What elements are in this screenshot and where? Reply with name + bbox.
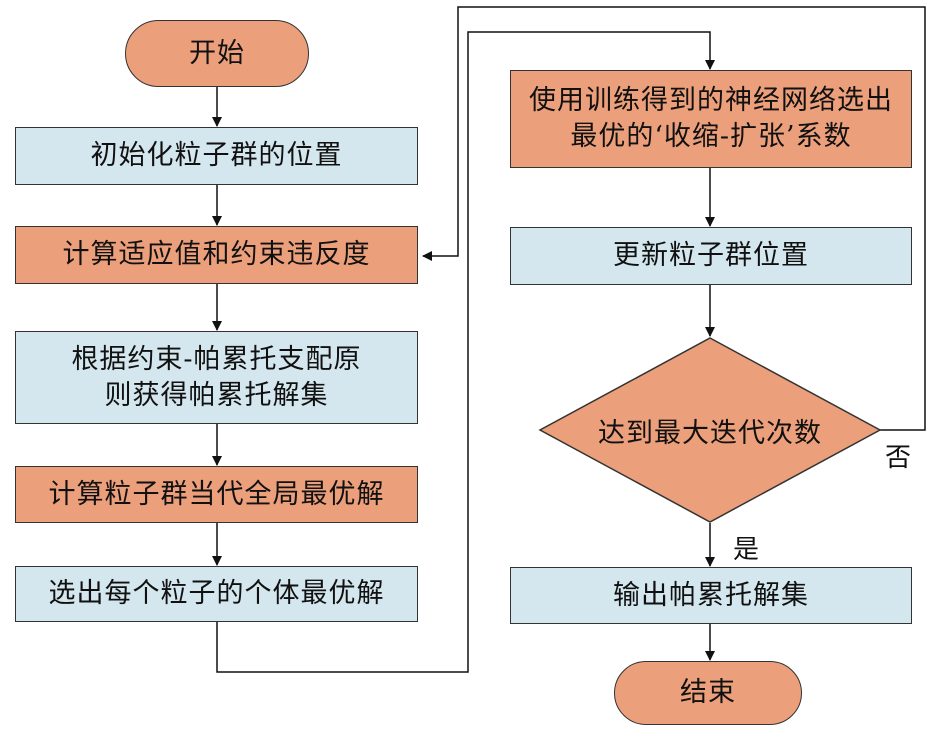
start-node: 开始 <box>125 20 309 87</box>
update-label: 更新粒子群位置 <box>613 240 809 271</box>
decision-diamond <box>538 337 882 523</box>
no-label: 否 <box>885 443 912 473</box>
fitness-label: 计算适应值和约束违反度 <box>62 239 371 270</box>
end-node: 结束 <box>614 661 802 725</box>
nn-select-label: 使用训练得到的神经网络选出 最优的‘收缩-扩张’系数 <box>529 85 893 152</box>
global-best-label: 计算粒子群当代全局最优解 <box>48 478 385 510</box>
decision-label: 达到最大迭代次数 <box>598 417 822 449</box>
update-node: 更新粒子群位置 <box>510 227 912 285</box>
personal-best-node: 选出每个粒子的个体最优解 <box>15 566 418 622</box>
output-node: 输出帕累托解集 <box>510 567 912 624</box>
output-label: 输出帕累托解集 <box>613 579 809 611</box>
end-label: 结束 <box>680 677 736 708</box>
pareto-rule-label: 根据约束-帕累托支配原 则获得帕累托解集 <box>71 343 362 411</box>
arrow-no-loop <box>422 6 926 431</box>
personal-best-label: 选出每个粒子的个体最优解 <box>48 578 385 609</box>
nn-select-node: 使用训练得到的神经网络选出 最优的‘收缩-扩张’系数 <box>510 70 912 168</box>
init-node: 初始化粒子群的位置 <box>15 127 418 185</box>
pareto-rule-node: 根据约束-帕累托支配原 则获得帕累托解集 <box>15 331 418 424</box>
global-best-node: 计算粒子群当代全局最优解 <box>15 466 418 523</box>
decision-text-wrap: 达到最大迭代次数 <box>560 400 860 460</box>
start-label: 开始 <box>189 37 245 69</box>
yes-label: 是 <box>733 535 760 565</box>
init-label: 初始化粒子群的位置 <box>90 140 343 171</box>
arrow-personal-nn <box>216 31 715 673</box>
fitness-node: 计算适应值和约束违反度 <box>15 226 418 284</box>
